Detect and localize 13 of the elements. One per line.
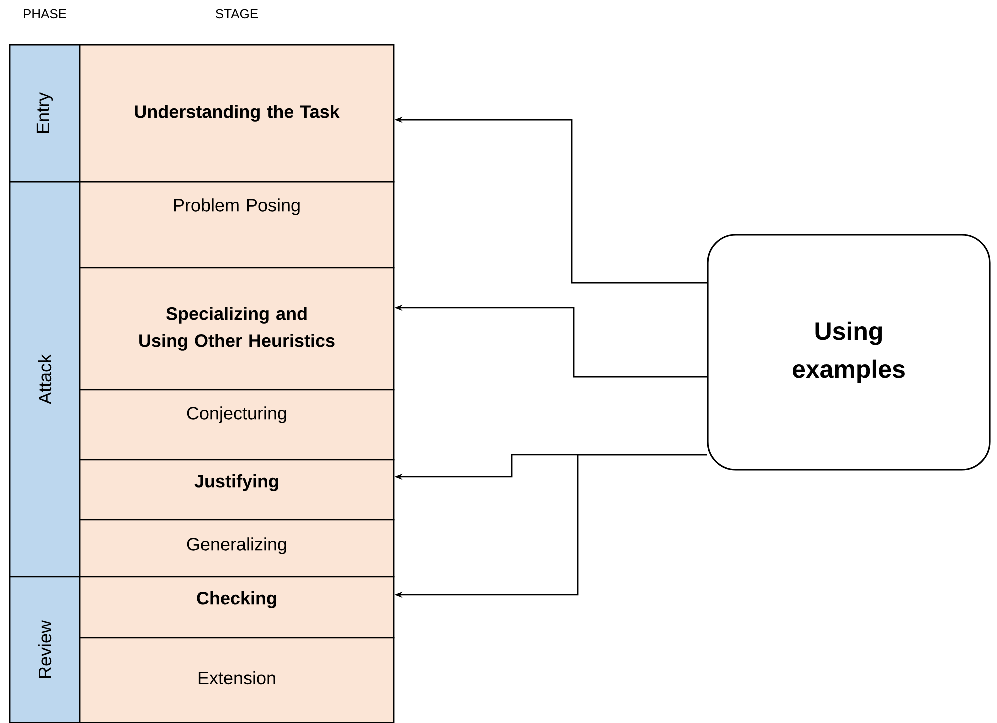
phase-box: Entry [9,44,81,183]
stage-box: Checking [79,576,395,639]
rounded-box: Using examples [707,234,991,471]
stage-box: Specializing and Using Other Heuristics [79,267,395,391]
stage-box: Generalizing [79,519,395,578]
stage-box: Justifying [79,459,395,521]
column-header: PHASE [24,9,66,19]
phase-box: Review [9,576,81,723]
stage-box: Problem Posing [79,181,395,269]
stage-box: Extension [79,637,395,723]
stage-box: Understanding the Task [79,44,395,183]
column-header: STAGE [216,9,258,19]
stage-box: Conjecturing [79,389,395,461]
